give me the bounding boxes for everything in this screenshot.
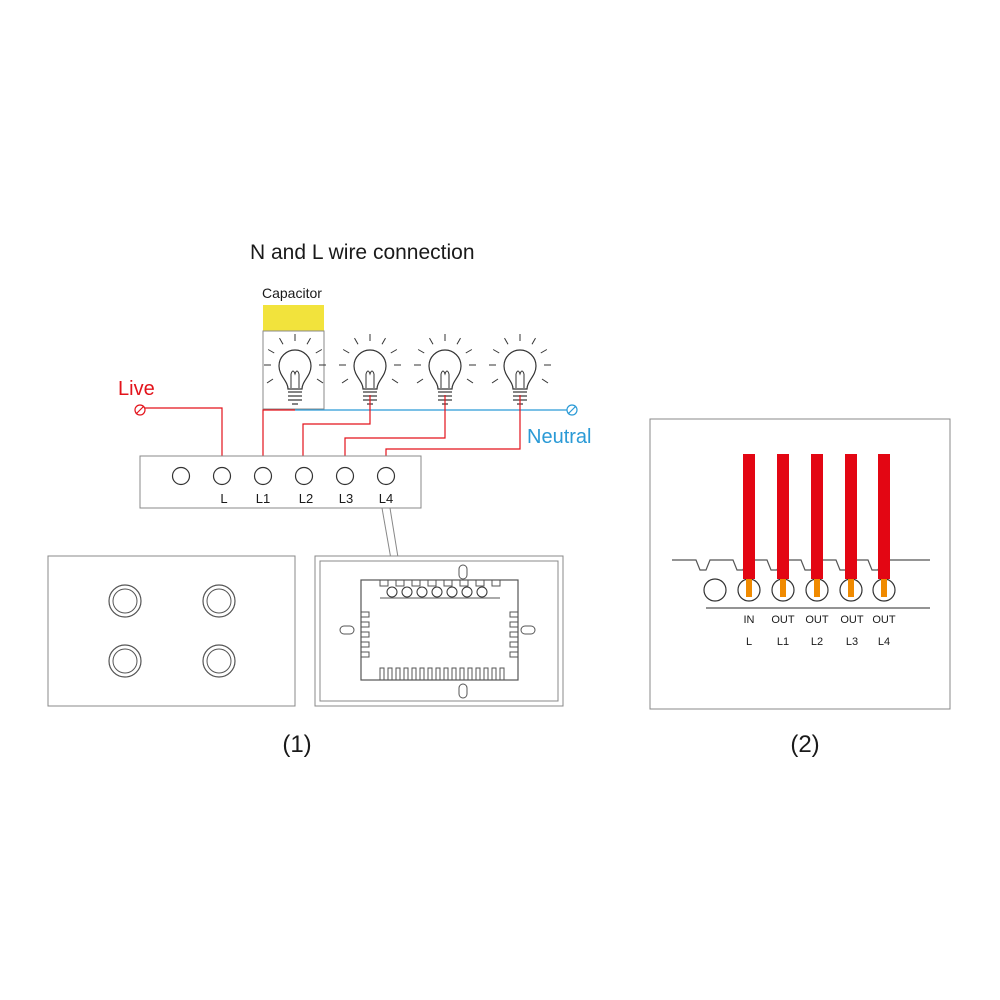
back-screw-icon — [416, 586, 428, 598]
light-bulb-icon — [264, 334, 326, 405]
closeup-wire — [811, 454, 823, 579]
capacitor-housing — [262, 330, 325, 410]
terminal-label-l: L — [220, 491, 227, 506]
light-bulbs — [264, 334, 551, 405]
closeup-panel — [649, 418, 951, 710]
terminal-label-l4: L4 — [379, 491, 393, 506]
closeup-wires — [743, 454, 890, 597]
light-bulb-icon — [414, 334, 476, 405]
closeup-top-label: OUT — [840, 614, 864, 626]
closeup-bottom-label: L1 — [777, 636, 789, 648]
terminal-screw-icon — [253, 466, 273, 486]
terminal-screw-icon — [212, 466, 232, 486]
switch-front-panel — [47, 555, 296, 707]
terminal-screw-icon — [376, 466, 396, 486]
neutral-terminal-icon — [566, 404, 578, 416]
closeup-top-label: OUT — [872, 614, 896, 626]
switch-button — [202, 584, 236, 618]
closeup-top-label: OUT — [805, 614, 829, 626]
switch-button — [202, 644, 236, 678]
capacitor-label: Capacitor — [262, 285, 322, 301]
back-screw-icon — [431, 586, 443, 598]
light-bulb-icon — [339, 334, 401, 405]
closeup-wire — [777, 454, 789, 579]
closeup-wire-core — [881, 579, 887, 597]
terminal-screw-icon — [335, 466, 355, 486]
neutral-label: Neutral — [527, 426, 591, 448]
capacitor-block — [263, 305, 324, 331]
terminal-label-l2: L2 — [299, 491, 313, 506]
switch-back-panel — [314, 555, 564, 707]
live-label: Live — [118, 378, 155, 400]
figure-label-1: (1) — [282, 731, 311, 758]
terminal-label-l3: L3 — [339, 491, 353, 506]
closeup-wire-core — [780, 579, 786, 597]
closeup-top-label: IN — [744, 614, 755, 626]
switch-buttons — [108, 584, 236, 678]
closeup-wire-core — [746, 579, 752, 597]
closeup-wire-core — [814, 579, 820, 597]
closeup-housing-edge — [672, 559, 930, 571]
switch-button — [108, 644, 142, 678]
diagram-title: N and L wire connection — [250, 241, 475, 264]
back-screw-icon — [461, 586, 473, 598]
closeup-top-label: OUT — [771, 614, 795, 626]
back-screw-icon — [446, 586, 458, 598]
closeup-bottom-label: L4 — [878, 636, 890, 648]
closeup-terminal-icon — [703, 578, 727, 602]
back-screw-icon — [386, 586, 398, 598]
back-screw-icon — [401, 586, 413, 598]
closeup-wire — [743, 454, 755, 579]
terminal-screws — [171, 466, 396, 486]
terminal-screw-icon — [171, 466, 191, 486]
closeup-wire — [845, 454, 857, 579]
closeup-wire-core — [848, 579, 854, 597]
light-bulb-icon — [489, 334, 551, 405]
closeup-bottom-label: L3 — [846, 636, 858, 648]
back-screw-icon — [476, 586, 488, 598]
terminal-screw-icon — [294, 466, 314, 486]
closeup-bottom-label: L2 — [811, 636, 823, 648]
terminal-label-l1: L1 — [256, 491, 270, 506]
live-wires — [145, 395, 521, 466]
live-terminal-icon — [134, 404, 146, 416]
closeup-wire — [878, 454, 890, 579]
switch-button — [108, 584, 142, 618]
figure-label-2: (2) — [790, 731, 819, 758]
back-terminal-screws — [386, 586, 488, 598]
closeup-bottom-label: L — [746, 636, 752, 648]
